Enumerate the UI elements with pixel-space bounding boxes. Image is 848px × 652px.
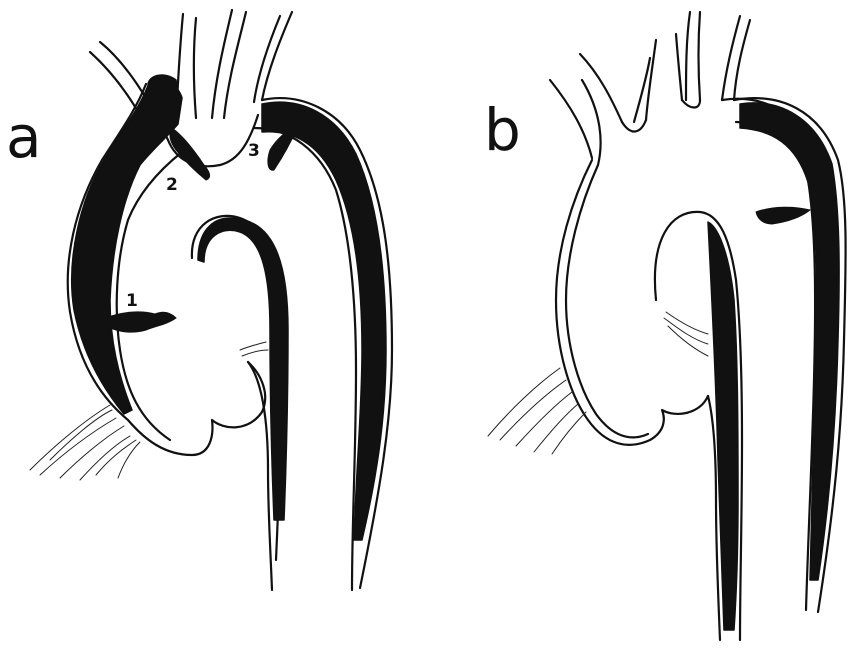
panel-a-label: a [6, 103, 42, 171]
panel-b-label: b [484, 96, 521, 164]
panel-b-ascending-outer-wall [556, 160, 708, 445]
panel-a-adhesion-fibres-right [240, 342, 268, 356]
panel-a-tear-1 [106, 312, 176, 332]
panel-a-tear-label-2: 2 [166, 175, 178, 195]
panel-a-tear-label-1: 1 [126, 291, 138, 311]
panel-b-descending-inner-wall [736, 122, 815, 610]
panel-b-adhesion-fibres-inner [664, 312, 708, 356]
panel-a-ascending-false-lumen [72, 79, 182, 414]
panel-b-descending-false-lumen [740, 103, 839, 580]
panel-a: a [6, 10, 392, 590]
panel-b-ascending-inner-wall [566, 80, 648, 437]
panel-a-tear-label-3: 3 [248, 141, 260, 161]
panel-b: b [484, 12, 846, 640]
panel-b-branch-vessels [550, 12, 750, 158]
panel-a-inner-false-lumen [198, 218, 288, 520]
panel-b-descending-tear [756, 207, 810, 224]
panel-a-inner-descending-wall [248, 362, 272, 590]
panel-b-adhesion-fibres [488, 368, 586, 454]
